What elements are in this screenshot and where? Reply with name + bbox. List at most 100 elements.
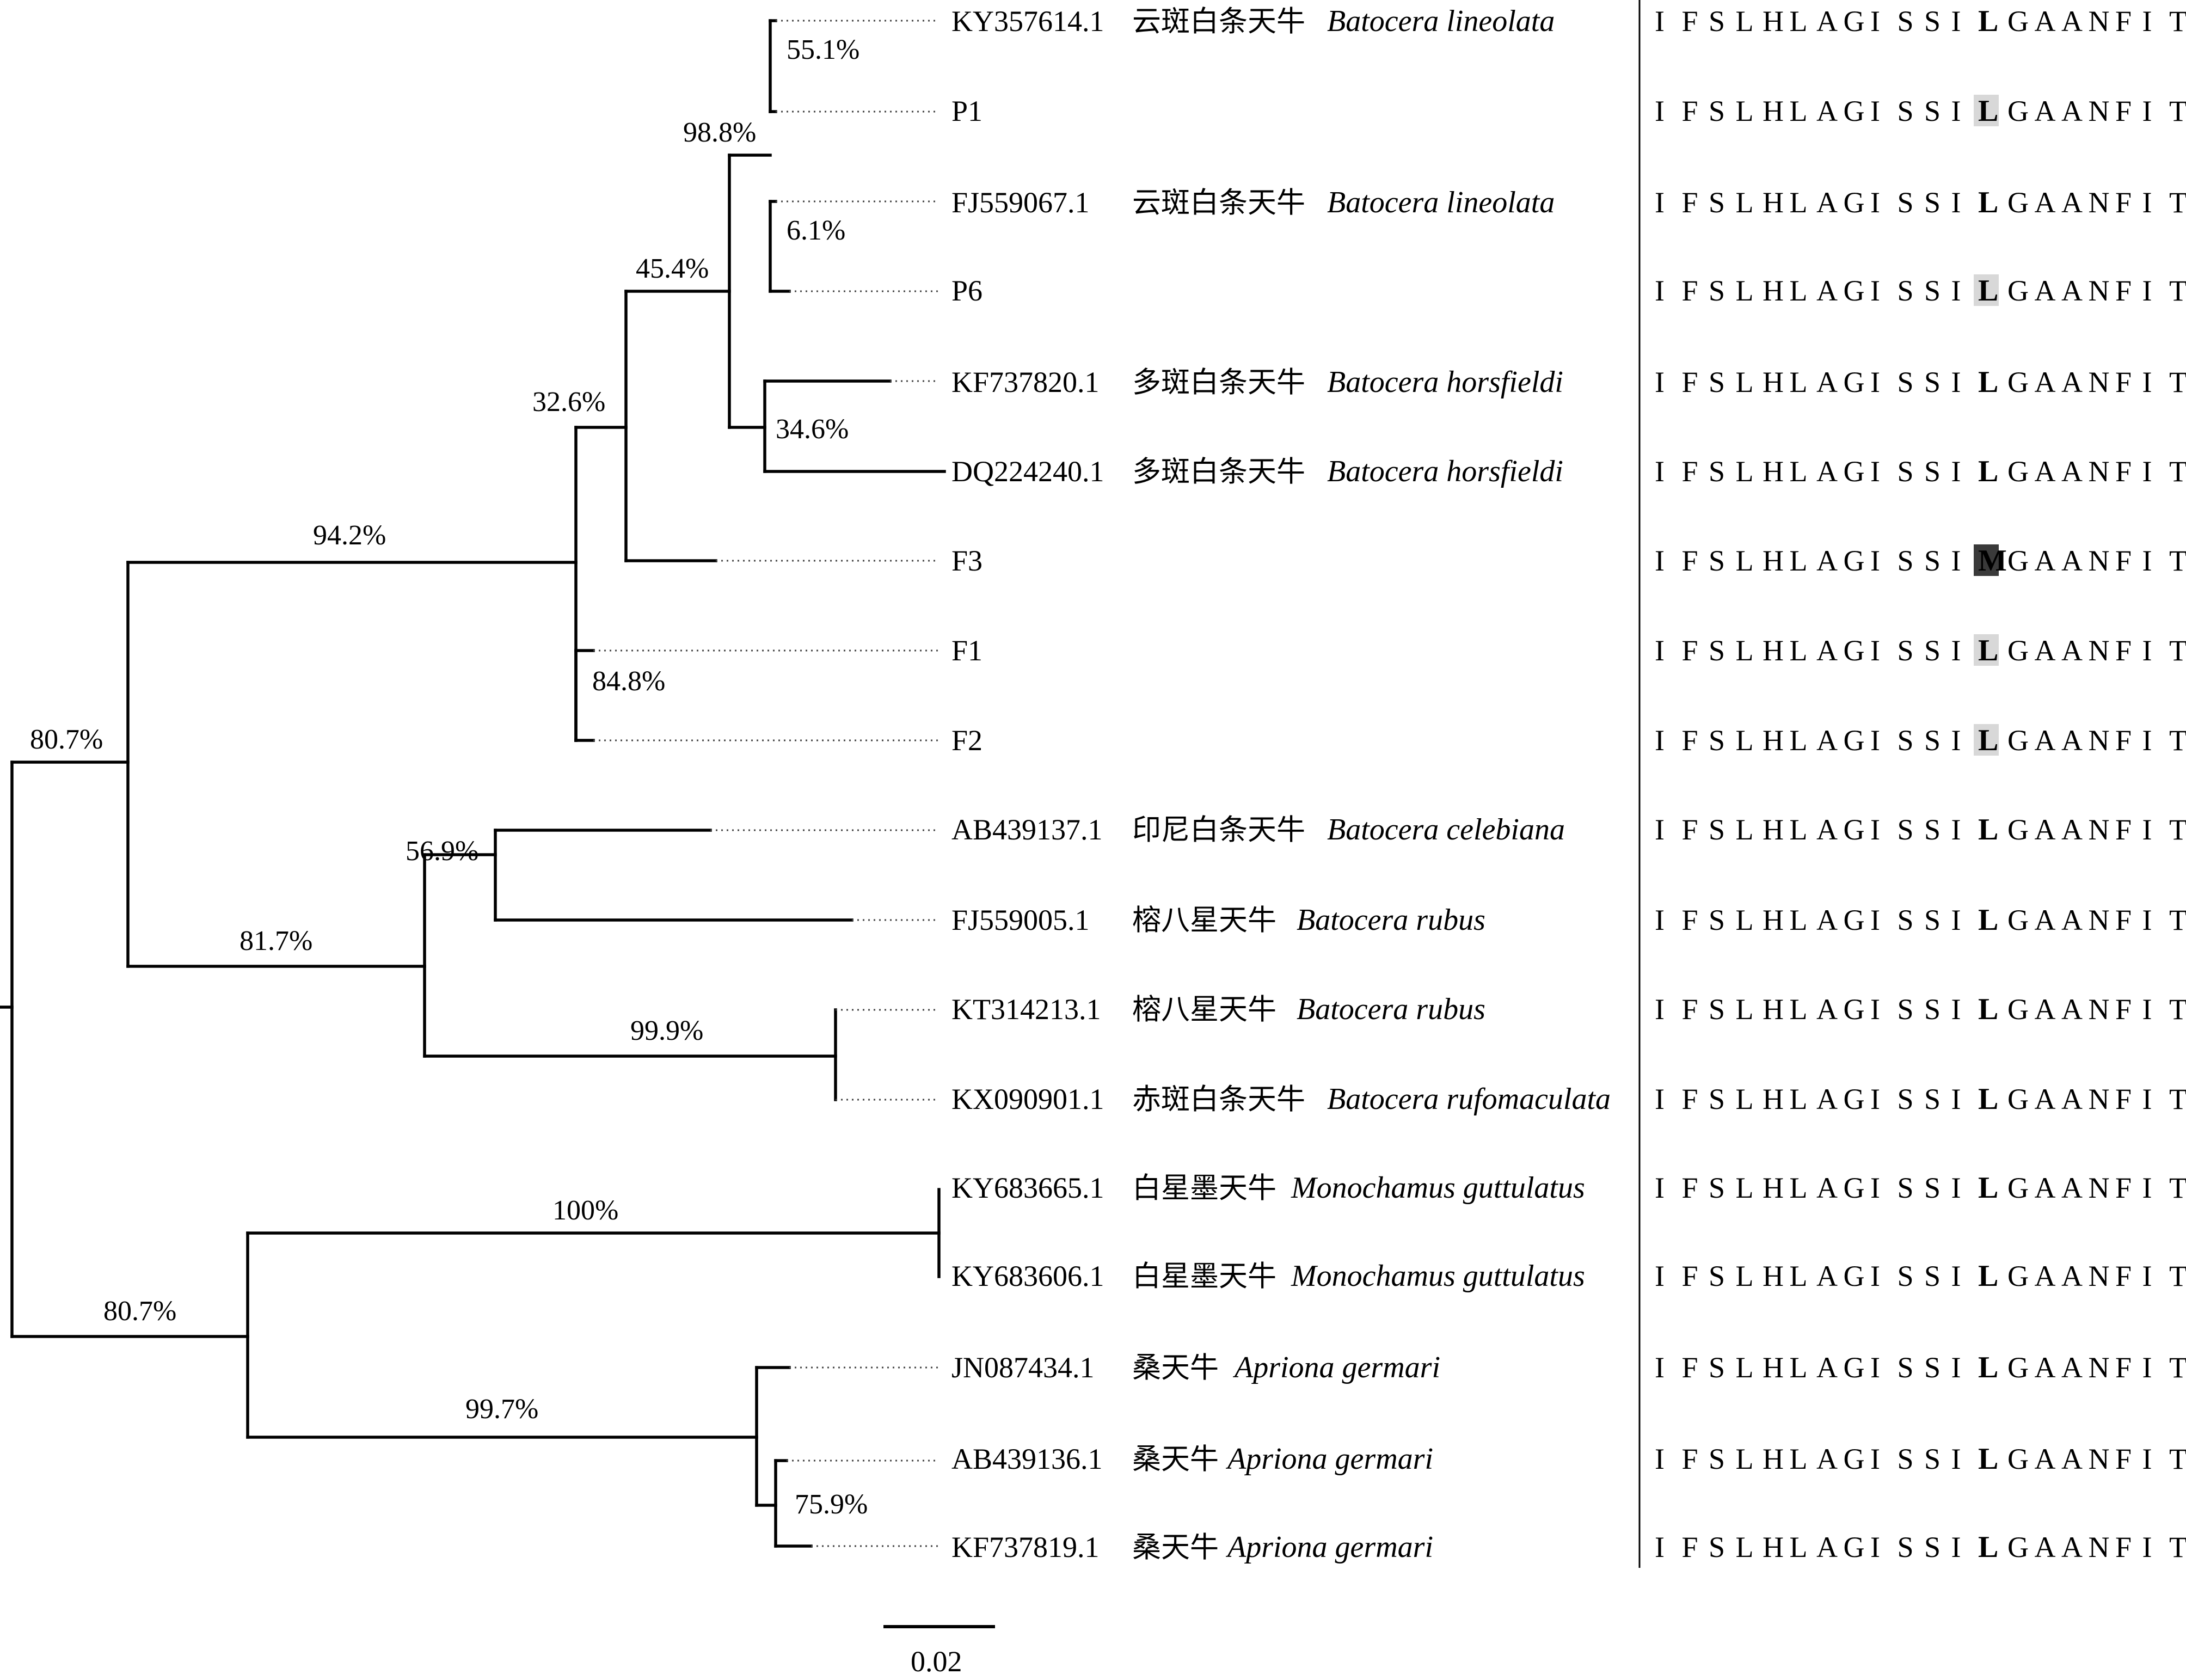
residue: L [1790,724,1808,757]
residue: A [1816,1443,1838,1475]
residue: S [1924,1443,1941,1475]
residue: G [2007,1531,2029,1563]
residue: A [2035,904,2056,936]
leaf-chinese-name: 桑天牛 [1132,1531,1219,1564]
residue: I [1951,1172,1961,1204]
residue: I [1870,5,1880,38]
residue: S [1898,1260,1914,1292]
residue: G [2007,724,2029,757]
residue: F [2115,724,2132,757]
residue: G [1844,1351,1865,1384]
residue: S [1898,95,1914,127]
residue: S [1898,1083,1914,1115]
leaf-accession: P1 [951,95,983,127]
residue: S [1709,813,1725,846]
residue: I [1655,366,1665,398]
residue: I [1870,904,1880,936]
residue: S [1709,95,1725,127]
leaf-species: Batocera lineolata [1327,186,1555,219]
residue: S [1709,455,1725,488]
residue: A [2035,1351,2056,1384]
residue: L [1736,724,1754,757]
residue: H [1763,904,1784,936]
residue: H [1763,544,1784,577]
leaf-species: Batocera rubus [1297,992,1485,1026]
residue: G [1844,95,1865,127]
support-label-55-1: 55.1% [787,34,859,65]
residue: I [1870,455,1880,488]
leaf-accession: KY683665.1 [951,1172,1104,1204]
residue: F [2115,455,2132,488]
key-residue: L [1978,274,1998,308]
residue: A [2035,634,2056,667]
residue: A [1816,186,1838,219]
residue: N [2089,993,2110,1026]
leaf-accession: FJ559005.1 [951,904,1090,936]
residue: S [1924,455,1941,488]
residue: L [1736,634,1754,667]
key-residue: L [1978,1259,1998,1293]
residue: L [1736,1443,1754,1475]
residue: A [1816,544,1838,577]
residue: F [2115,544,2132,577]
residue: I [1655,544,1665,577]
residue: A [2061,1083,2083,1115]
residue: T [2169,1260,2186,1292]
residue: F [2115,1083,2132,1115]
residue: T [2169,1443,2186,1475]
residue: G [1844,544,1865,577]
leaf-chinese-name: 多斑白条天牛 [1132,366,1305,399]
residue: G [2007,274,2029,307]
residue: F [2115,813,2132,846]
residue: A [2061,95,2083,127]
residue: A [1816,1172,1838,1204]
residue: N [2089,813,2110,846]
residue: G [2007,1083,2029,1115]
residue: L [1790,186,1808,219]
residue: I [1951,904,1961,936]
residue: F [1682,1443,1698,1475]
key-residue: L [1978,723,1998,757]
residue: S [1924,1172,1941,1204]
residue: I [2142,544,2152,577]
residue: F [1682,5,1698,38]
residue: G [2007,5,2029,38]
residue: F [1682,724,1698,757]
residue: G [1844,904,1865,936]
residue: A [2061,1172,2083,1204]
residue: S [1709,366,1725,398]
residue: N [2089,724,2110,757]
residue: T [2169,993,2186,1026]
leaf-accession: P6 [951,274,983,307]
residue: I [1951,366,1961,398]
residue: I [1951,5,1961,38]
residue: G [1844,1443,1865,1475]
residue: G [1844,993,1865,1026]
residue: S [1898,634,1914,667]
residue: I [1951,274,1961,307]
residue: T [2169,1531,2186,1563]
residue: I [1870,544,1880,577]
residue: I [1951,1260,1961,1292]
residue: T [2169,1083,2186,1115]
residue: N [2089,366,2110,398]
support-label-34-6: 34.6% [776,414,849,445]
residue: G [1844,1531,1865,1563]
residue: L [1736,1083,1754,1115]
residue: H [1763,5,1784,38]
residue: A [2035,544,2056,577]
residue: A [2035,95,2056,127]
residue: H [1763,724,1784,757]
residue: S [1898,1351,1914,1384]
residue: N [2089,186,2110,219]
residue: N [2089,455,2110,488]
residue: F [2115,1172,2132,1204]
residue: S [1924,1531,1941,1563]
residue: S [1924,544,1941,577]
residue: A [2061,634,2083,667]
